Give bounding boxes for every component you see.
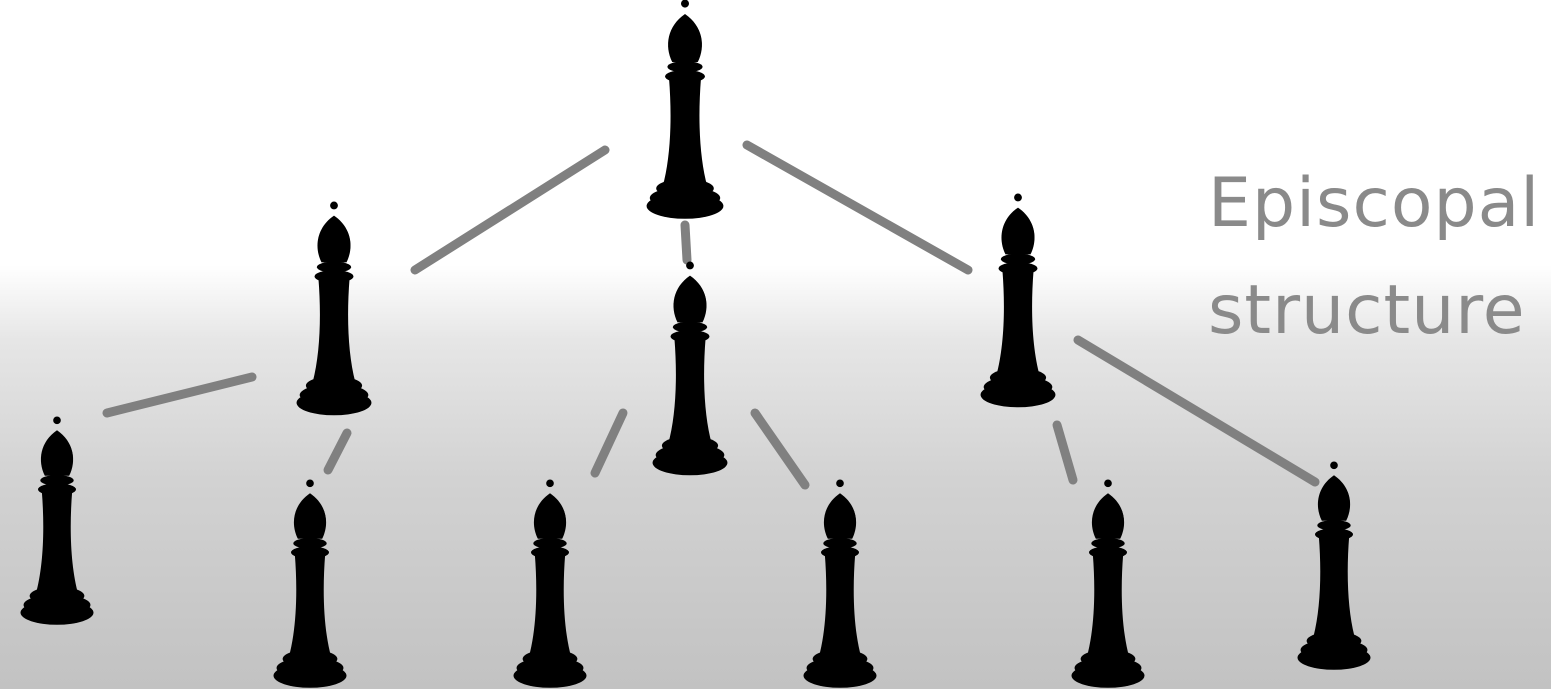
left-bishop-bishop-chess-piece-icon (297, 202, 372, 416)
connector-middle-bishop-to-bishop-bottom-4 (755, 413, 805, 485)
connector-middle-bishop-to-bishop-bottom-3 (595, 413, 623, 473)
connector-left-bishop-to-bishop-bottom-2 (328, 433, 347, 470)
title-line-2: structure (1208, 257, 1540, 364)
middle-bishop-bishop-chess-piece-icon (653, 262, 728, 476)
bishop-bottom-4-bishop-chess-piece-icon (804, 480, 877, 688)
connector-left-bishop-to-bishop-bottom-1 (107, 377, 252, 413)
bishop-bottom-3-bishop-chess-piece-icon (514, 480, 587, 688)
title-line-1: Episcopal (1208, 150, 1540, 257)
connector-top-bishop-to-left-bishop (415, 150, 605, 270)
bishop-bottom-2-bishop-chess-piece-icon (274, 480, 347, 688)
connector-top-bishop-to-right-bishop (747, 145, 968, 270)
bishop-bottom-1-bishop-chess-piece-icon (21, 417, 94, 625)
bishop-bottom-6-bishop-chess-piece-icon (1298, 462, 1371, 670)
bishop-bottom-5-bishop-chess-piece-icon (1072, 480, 1145, 688)
connector-right-bishop-to-bishop-bottom-5 (1057, 425, 1073, 480)
top-bishop-bishop-chess-piece-icon (647, 0, 724, 219)
diagram-title: Episcopal structure (1208, 150, 1540, 365)
connector-top-bishop-to-middle-bishop (685, 225, 687, 260)
right-bishop-bishop-chess-piece-icon (981, 194, 1056, 408)
